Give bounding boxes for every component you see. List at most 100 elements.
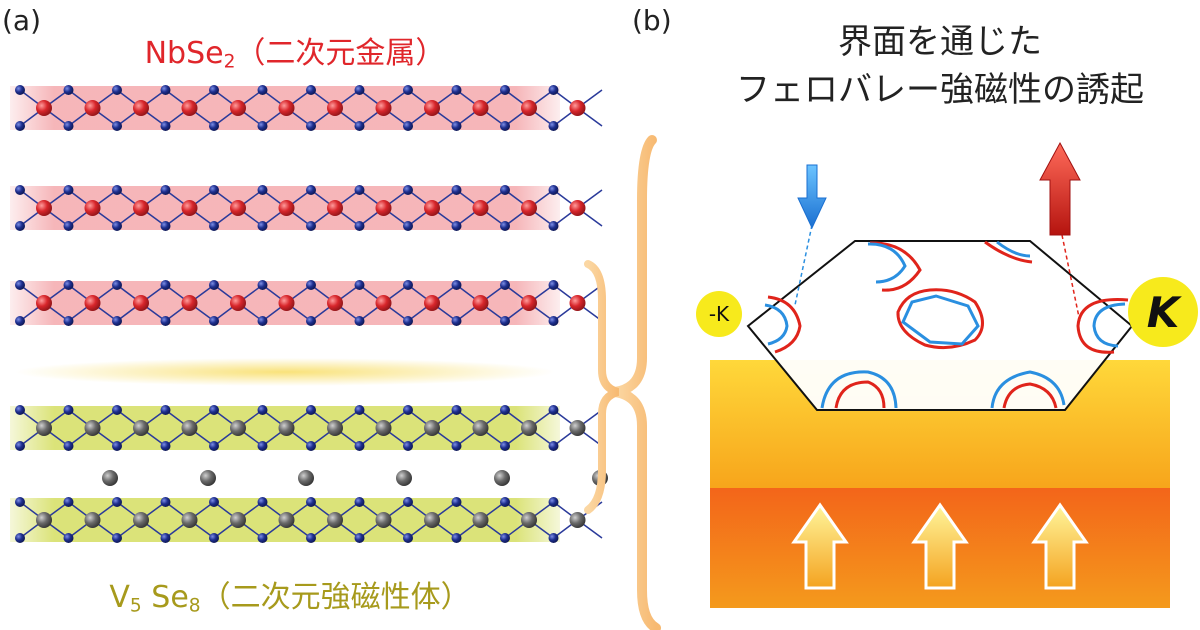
intercalated-atom [396, 470, 412, 486]
metal-atom [521, 512, 537, 528]
pocket-left-blue [764, 303, 789, 346]
v5se8-se-subscript: 8 [188, 595, 201, 617]
panel-b-title: 界面を通じた フェロバレー強磁性の誘起 [690, 18, 1190, 114]
selenium-atom [354, 280, 365, 290]
v5se8-description: （二次元強磁性体） [200, 580, 471, 615]
metal-atom [569, 295, 586, 311]
selenium-atom [403, 221, 413, 231]
selenium-atom [160, 85, 171, 95]
selenium-atom [257, 280, 268, 290]
fermi-pockets [764, 240, 1129, 409]
selenium-atom [403, 441, 413, 451]
metal-atom [424, 420, 440, 436]
selenium-atom [209, 121, 219, 131]
selenium-atom [209, 85, 219, 95]
selenium-atom [63, 533, 74, 543]
magnetization-up-arrow-2 [911, 502, 969, 590]
pocket-bottom-right-blue [990, 370, 1066, 409]
selenium-atom [451, 85, 462, 95]
metal-atom [521, 295, 537, 311]
selenium-atom [15, 441, 25, 451]
selenium-atom [112, 85, 122, 95]
metal-atom [84, 200, 101, 216]
pocket-right-blue [1092, 302, 1126, 348]
selenium-atom [63, 441, 74, 451]
metal-atom [230, 100, 246, 116]
selenium-atom [451, 185, 462, 195]
selenium-atom [209, 280, 219, 290]
selenium-atom [15, 121, 25, 131]
metal-atom [472, 100, 489, 116]
selenium-atom [160, 405, 171, 415]
metal-atom [278, 100, 295, 116]
metal-atom [375, 420, 392, 436]
selenium-atom [548, 121, 559, 131]
selenium-atom [403, 85, 413, 95]
metal-atom [230, 295, 246, 311]
selenium-atom [63, 85, 74, 95]
selenium-atom [209, 441, 219, 451]
v5se8-layers [10, 405, 608, 543]
magnetization-arrows [791, 502, 1089, 590]
spin-up-arrow [1039, 141, 1081, 236]
selenium-atom [15, 280, 25, 290]
selenium-atom [548, 185, 559, 195]
selenium-atom [15, 316, 25, 326]
metal-atom [181, 200, 198, 216]
selenium-atom [451, 405, 462, 415]
selenium-atom [257, 441, 268, 451]
selenium-atom [257, 185, 268, 195]
selenium-atom [306, 85, 316, 95]
metal-atom [36, 200, 52, 216]
selenium-atom [306, 497, 316, 507]
metal-atom [278, 295, 295, 311]
selenium-atom [15, 185, 25, 195]
selenium-atom [306, 121, 316, 131]
selenium-atom [306, 441, 316, 451]
selenium-atom [548, 405, 559, 415]
selenium-atom [500, 316, 510, 326]
selenium-atom [15, 405, 25, 415]
selenium-atom [306, 185, 316, 195]
nbse2-layers [10, 85, 603, 326]
selenium-atom [112, 316, 122, 326]
selenium-atom [160, 185, 171, 195]
selenium-atom [160, 441, 171, 451]
metal-atom [472, 420, 489, 436]
selenium-atom [15, 533, 25, 543]
selenium-atom [257, 85, 268, 95]
selenium-atom [451, 441, 462, 451]
v5se8-layer-2 [10, 497, 603, 543]
nbse2-subscript: 2 [223, 51, 236, 73]
pocket-bottom-right-red [1002, 382, 1058, 409]
nbse2-layer-1 [10, 85, 603, 131]
selenium-atom [500, 85, 510, 95]
selenium-atom [548, 85, 559, 95]
selenium-atom [209, 405, 219, 415]
selenium-atom [451, 533, 462, 543]
metal-atom [569, 100, 586, 116]
magnetization-up-arrow-3 [1031, 502, 1089, 590]
intercalated-atom [298, 470, 314, 486]
selenium-atom [15, 497, 25, 507]
selenium-atom [160, 121, 171, 131]
metal-atom [327, 200, 343, 216]
metal-atom [181, 420, 198, 436]
metal-atom [375, 100, 392, 116]
metal-atom [181, 295, 198, 311]
selenium-atom [63, 497, 74, 507]
selenium-atom [403, 316, 413, 326]
v5se8-v: V [109, 580, 130, 615]
selenium-atom [306, 280, 316, 290]
pocket-left-red [767, 295, 802, 354]
selenium-atom [354, 85, 365, 95]
metal-atom [569, 420, 586, 436]
metal-atom [327, 100, 343, 116]
selenium-atom [257, 405, 268, 415]
k-minus-valley-label: -K [696, 291, 742, 337]
brace-left-inner [584, 260, 620, 514]
panel-b-title-line1: 界面を通じた [838, 22, 1042, 62]
selenium-atom [112, 497, 122, 507]
brillouin-zone-hexagon [746, 240, 1134, 411]
